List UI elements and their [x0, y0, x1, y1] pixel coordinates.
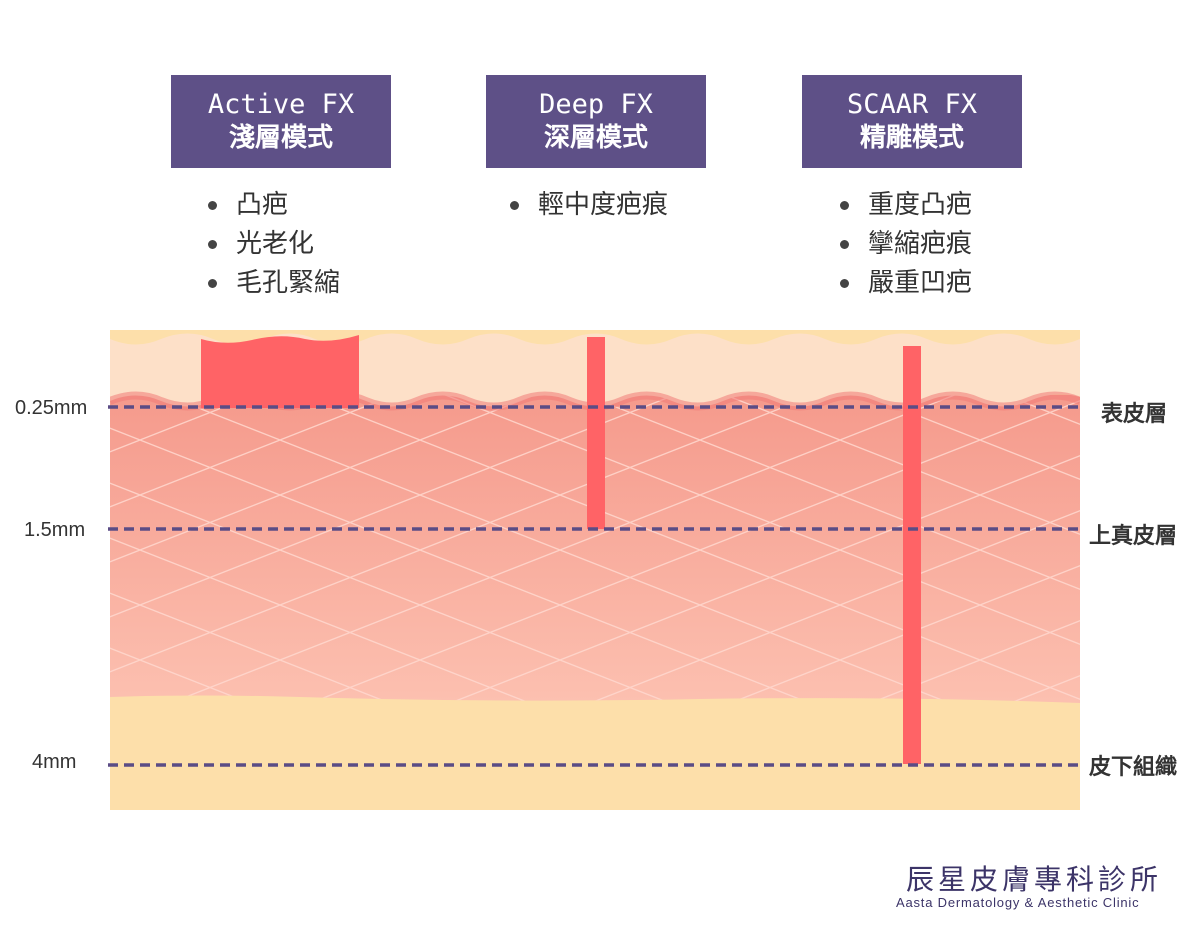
- list-item: 嚴重凹疤: [840, 264, 972, 303]
- clinic-brand-name-en: Aasta Dermatology & Aesthetic Clinic: [896, 895, 1140, 910]
- deep-fx-mode-box: Deep FX 深層模式: [486, 75, 706, 168]
- mode-title: Deep FX: [539, 89, 653, 120]
- list-item: 毛孔緊縮: [208, 264, 340, 303]
- deep-fx-laser-channel: [587, 337, 605, 529]
- depth-label-subcutaneous: 4mm: [32, 751, 77, 773]
- mode-subtitle: 淺層模式: [228, 123, 333, 153]
- list-item: 輕中度疤痕: [510, 186, 668, 225]
- list-item: 光老化: [208, 225, 340, 264]
- active-fx-treatment-zone: [201, 335, 359, 408]
- scaar-fx-mode-box: SCAAR FX 精雕模式: [802, 75, 1022, 168]
- scaar-fx-targets: 重度凸疤 攣縮疤痕 嚴重凹疤: [840, 186, 972, 303]
- mode-subtitle: 深層模式: [543, 123, 648, 153]
- layer-label-epidermis: 表皮層: [1101, 402, 1168, 427]
- active-fx-mode-box: Active FX 淺層模式: [171, 75, 391, 168]
- layer-label-upper-dermis: 上真皮層: [1089, 524, 1178, 549]
- dermis-mesh: [110, 395, 1080, 703]
- depth-label-upper-dermis: 1.5mm: [24, 519, 86, 541]
- list-item: 攣縮疤痕: [840, 225, 972, 264]
- layer-label-subcutaneous: 皮下組織: [1089, 755, 1178, 780]
- list-item: 重度凸疤: [840, 186, 972, 225]
- depth-label-epidermis: 0.25mm: [15, 397, 88, 419]
- active-fx-targets: 凸疤 光老化 毛孔緊縮: [208, 186, 340, 303]
- clinic-brand-name: 辰星皮膚專科診所: [906, 863, 1163, 896]
- deep-fx-targets: 輕中度疤痕: [510, 186, 668, 225]
- mode-title: Active FX: [207, 89, 355, 120]
- list-item: 凸疤: [208, 186, 340, 225]
- mode-subtitle: 精雕模式: [859, 123, 964, 153]
- scaar-fx-laser-channel: [903, 346, 921, 764]
- mode-title: SCAAR FX: [846, 89, 978, 120]
